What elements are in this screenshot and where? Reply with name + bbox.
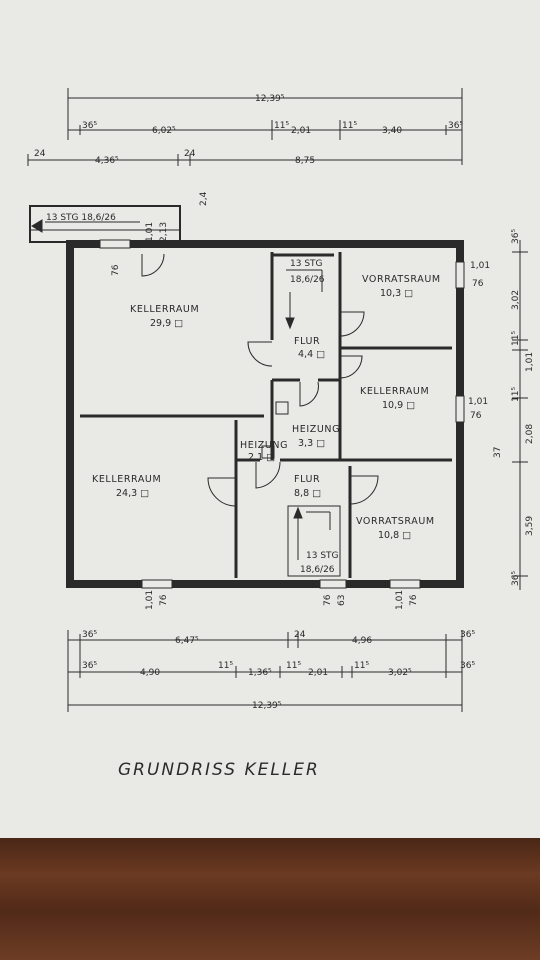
label-window-bl-a: 1,01 bbox=[145, 590, 155, 610]
door-flur-left bbox=[247, 341, 273, 367]
dim-right-4: 11⁵ bbox=[511, 387, 521, 402]
dim-right-6: 3,59 bbox=[525, 516, 535, 536]
heating-unit bbox=[275, 401, 289, 415]
window-right-top bbox=[455, 261, 465, 289]
plan-caption: GRUNDRISS KELLER bbox=[118, 760, 320, 780]
room-vorratsraum-2-name: VORRATSRAUM bbox=[356, 516, 435, 527]
label-stair-flur: 13 STG bbox=[290, 259, 323, 269]
door-kellerraum-right bbox=[339, 355, 363, 379]
dim-top-r3-3: 8,75 bbox=[295, 156, 315, 166]
window-bottom-left bbox=[141, 579, 173, 589]
dim-right-3: 1,01 bbox=[525, 352, 535, 372]
room-kellerraum-2-area: 10,9 □ bbox=[382, 400, 415, 411]
room-vorratsraum-2-area: 10,8 □ bbox=[378, 530, 411, 541]
dim-bot-r2-6: 11⁵ bbox=[354, 661, 369, 671]
label-stair-top: 13 STG 18,6/26 bbox=[46, 213, 116, 223]
room-heizung-1-name: HEIZUNG bbox=[292, 424, 340, 435]
label-stair-flur-ratio: 18,6/26 bbox=[290, 275, 325, 285]
label-window-bl-b: 76 bbox=[159, 594, 169, 606]
dim-top-r3-0: 24 bbox=[34, 149, 46, 159]
floor-plan: 12,39⁵ 36⁵ 6,02⁵ 11⁵ 2,01 11⁵ 3,40 36⁵ 2… bbox=[27, 88, 535, 712]
label-window-a: 1,01 bbox=[145, 222, 155, 242]
dim-bot-r1-3: 4,96 bbox=[352, 636, 372, 646]
room-flur-1-area: 4,4 □ bbox=[298, 349, 325, 360]
dim-bot-r1-1: 6,47⁵ bbox=[175, 636, 199, 646]
label-stair-bottom: 13 STG bbox=[306, 551, 339, 561]
stair-top-outline bbox=[29, 205, 181, 243]
label-window-right-c: 1,01 bbox=[468, 397, 488, 407]
dim-top-r2-6: 36⁵ bbox=[448, 121, 463, 131]
room-heizung-2-area: 2,1 □ bbox=[248, 452, 275, 463]
dim-bot-total: 12,39⁵ bbox=[252, 701, 282, 711]
dim-right-0: 36⁵ bbox=[511, 229, 521, 244]
room-flur-1-name: FLUR bbox=[294, 336, 320, 347]
room-flur-2-name: FLUR bbox=[294, 474, 320, 485]
room-kellerraum-1-name: KELLERRAUM bbox=[130, 304, 199, 315]
label-window-bm-b: 63 bbox=[337, 595, 347, 606]
door-top-left bbox=[141, 253, 165, 277]
dim-bot-r2-4: 11⁵ bbox=[286, 661, 301, 671]
label-stair-bottom-ratio: 18,6/26 bbox=[300, 565, 335, 575]
label-window-right-d: 76 bbox=[470, 411, 482, 421]
dim-right-1: 3,02 bbox=[511, 290, 521, 310]
dim-right-5: 2,08 bbox=[525, 424, 535, 444]
label-window-br-a: 1,01 bbox=[395, 590, 405, 610]
room-kellerraum-2-name: KELLERRAUM bbox=[360, 386, 429, 397]
wooden-table bbox=[0, 838, 540, 960]
dim-bot-r1-0: 36⁵ bbox=[82, 630, 97, 640]
window-bottom-mid bbox=[319, 579, 347, 589]
dim-right-8: 37 bbox=[493, 447, 503, 458]
dim-top-r2-0: 36⁵ bbox=[82, 121, 97, 131]
label-window-c: 2,13 bbox=[159, 222, 169, 242]
dim-bot-r2-1: 4,90 bbox=[140, 668, 160, 678]
label-window-br-b: 76 bbox=[409, 594, 419, 606]
dim-bot-r2-0: 36⁵ bbox=[82, 661, 97, 671]
door-kellerraum-lower bbox=[207, 477, 237, 507]
dim-top-r2-3: 2,01 bbox=[291, 126, 311, 136]
dim-top-total: 12,39⁵ bbox=[255, 94, 285, 104]
dim-bot-r2-5: 2,01 bbox=[308, 668, 328, 678]
dim-top-r3-1: 4,36⁵ bbox=[95, 156, 119, 166]
dim-right-2: 11⁵ bbox=[511, 331, 521, 346]
room-flur-2-area: 8,8 □ bbox=[294, 488, 321, 499]
door-heizung bbox=[299, 381, 319, 407]
dim-bot-r2-2: 11⁵ bbox=[218, 661, 233, 671]
dim-top-r2-1: 6,02⁵ bbox=[152, 126, 176, 136]
door-vorratsraum-top bbox=[339, 311, 365, 337]
window-right-mid bbox=[455, 395, 465, 423]
room-kellerraum-1-area: 29,9 □ bbox=[150, 318, 183, 329]
room-vorratsraum-1-area: 10,3 □ bbox=[380, 288, 413, 299]
dim-right-7: 36⁵ bbox=[511, 571, 521, 586]
heating-unit-small bbox=[261, 445, 275, 459]
room-kellerraum-3-name: KELLERRAUM bbox=[92, 474, 161, 485]
dim-bot-r2-7: 3,02⁵ bbox=[388, 668, 412, 678]
paper-sheet bbox=[0, 0, 540, 838]
door-heizung-small bbox=[255, 461, 281, 489]
room-vorratsraum-1-name: VORRATSRAUM bbox=[362, 274, 441, 285]
dim-bot-r1-4: 36⁵ bbox=[460, 630, 475, 640]
room-kellerraum-3-area: 24,3 □ bbox=[116, 488, 149, 499]
room-heizung-1-area: 3,3 □ bbox=[298, 438, 325, 449]
label-window-d: 2,4 bbox=[199, 191, 209, 206]
dim-bot-r2-8: 36⁵ bbox=[460, 661, 475, 671]
dim-top-r2-5: 3,40 bbox=[382, 126, 402, 136]
dim-top-r2-4: 11⁵ bbox=[342, 121, 357, 131]
label-window-bm-a: 76 bbox=[323, 594, 333, 606]
door-vorratsraum-bottom bbox=[349, 475, 379, 505]
dim-bot-r2-3: 1,36⁵ bbox=[248, 668, 272, 678]
dim-top-r2-2: 11⁵ bbox=[274, 121, 289, 131]
room-heizung-2-name: HEIZUNG bbox=[240, 440, 288, 451]
dim-top-r3-2: 24 bbox=[184, 149, 196, 159]
window-bottom-right bbox=[389, 579, 421, 589]
label-window-right-b: 76 bbox=[472, 279, 484, 289]
dim-bot-r1-2: 24 bbox=[294, 630, 306, 640]
stair-bottom bbox=[287, 505, 341, 577]
label-window-right-a: 1,01 bbox=[470, 261, 490, 271]
label-window-b: 76 bbox=[111, 264, 121, 276]
